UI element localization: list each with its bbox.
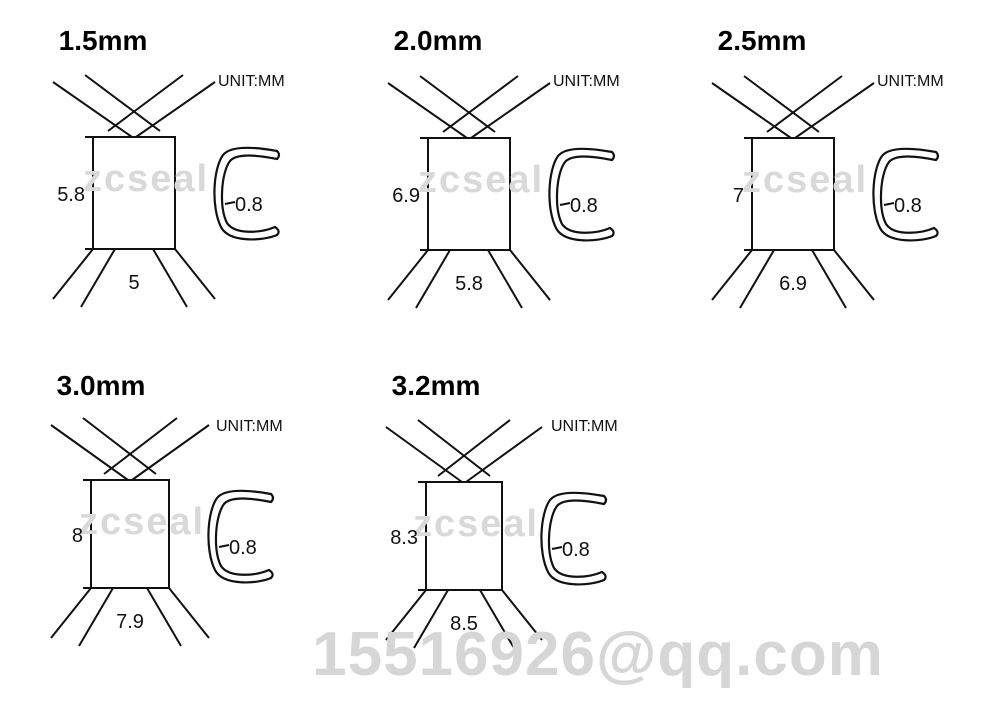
top-roller-lines (52, 74, 216, 138)
thickness-leader (883, 202, 895, 206)
top-roller-lines (50, 417, 210, 481)
panel-title: 2.0mm (394, 25, 483, 56)
bottom-roller-lines (52, 248, 216, 308)
c-clip-profile (207, 489, 275, 584)
width-dimension: 5 (128, 272, 139, 294)
panel-title: 3.0mm (57, 370, 146, 401)
bottom-roller-lines (385, 589, 543, 649)
height-dimension: 7 (733, 185, 744, 207)
panel-title: 2.5mm (718, 25, 807, 56)
width-dimension: 8.5 (450, 613, 478, 635)
panel-title: 1.5mm (59, 25, 148, 56)
thickness-dimension: 0.8 (229, 537, 257, 559)
unit-label: UNIT:MM (553, 73, 620, 90)
unit-label: UNIT:MM (877, 73, 944, 90)
height-dimension: 8.3 (390, 527, 418, 549)
brand-watermark: zcseal (742, 159, 868, 201)
unit-label: UNIT:MM (216, 418, 283, 435)
width-dimension: 6.9 (779, 273, 807, 295)
top-roller-lines (387, 75, 551, 139)
brand-watermark: zcseal (418, 159, 544, 201)
bottom-roller-lines (711, 249, 875, 309)
seal-cross-section (90, 479, 170, 589)
seal-cross-section (427, 137, 511, 251)
bottom-roller-lines (387, 249, 551, 309)
panel-title: 3.2mm (392, 370, 481, 401)
seal-cross-section (92, 136, 176, 250)
height-dimension: 6.9 (392, 185, 420, 207)
width-dimension: 7.9 (116, 611, 144, 633)
top-roller-lines (711, 75, 875, 139)
unit-label: UNIT:MM (218, 73, 285, 90)
brand-watermark: zcseal (413, 503, 539, 545)
bottom-roller-lines (50, 587, 210, 647)
thickness-leader (551, 546, 563, 550)
thickness-dimension: 0.8 (235, 194, 263, 216)
seal-cross-section (425, 481, 503, 591)
thickness-leader (559, 202, 571, 206)
c-clip-profile (872, 147, 940, 242)
c-clip-profile (213, 146, 281, 241)
panels-layer: 1.5mmUNIT:MMzcseal5.850.82.0mmUNIT:MMzcs… (50, 25, 944, 649)
c-clip-profile (540, 491, 608, 586)
thickness-leader (224, 201, 236, 205)
brand-watermark: zcseal (83, 158, 209, 200)
brand-watermark: zcseal (79, 501, 205, 543)
top-roller-lines (385, 419, 543, 483)
height-dimension: 8 (72, 525, 83, 547)
thickness-dimension: 0.8 (570, 195, 598, 217)
seal-cross-section (751, 137, 835, 251)
unit-label: UNIT:MM (551, 418, 618, 435)
thickness-dimension: 0.8 (562, 539, 590, 561)
thickness-dimension: 0.8 (894, 195, 922, 217)
height-dimension: 5.8 (57, 184, 85, 206)
thickness-leader (218, 544, 230, 548)
email-watermark: 15516926@qq.com (312, 620, 884, 689)
width-dimension: 5.8 (455, 273, 483, 295)
c-clip-profile (548, 147, 616, 242)
